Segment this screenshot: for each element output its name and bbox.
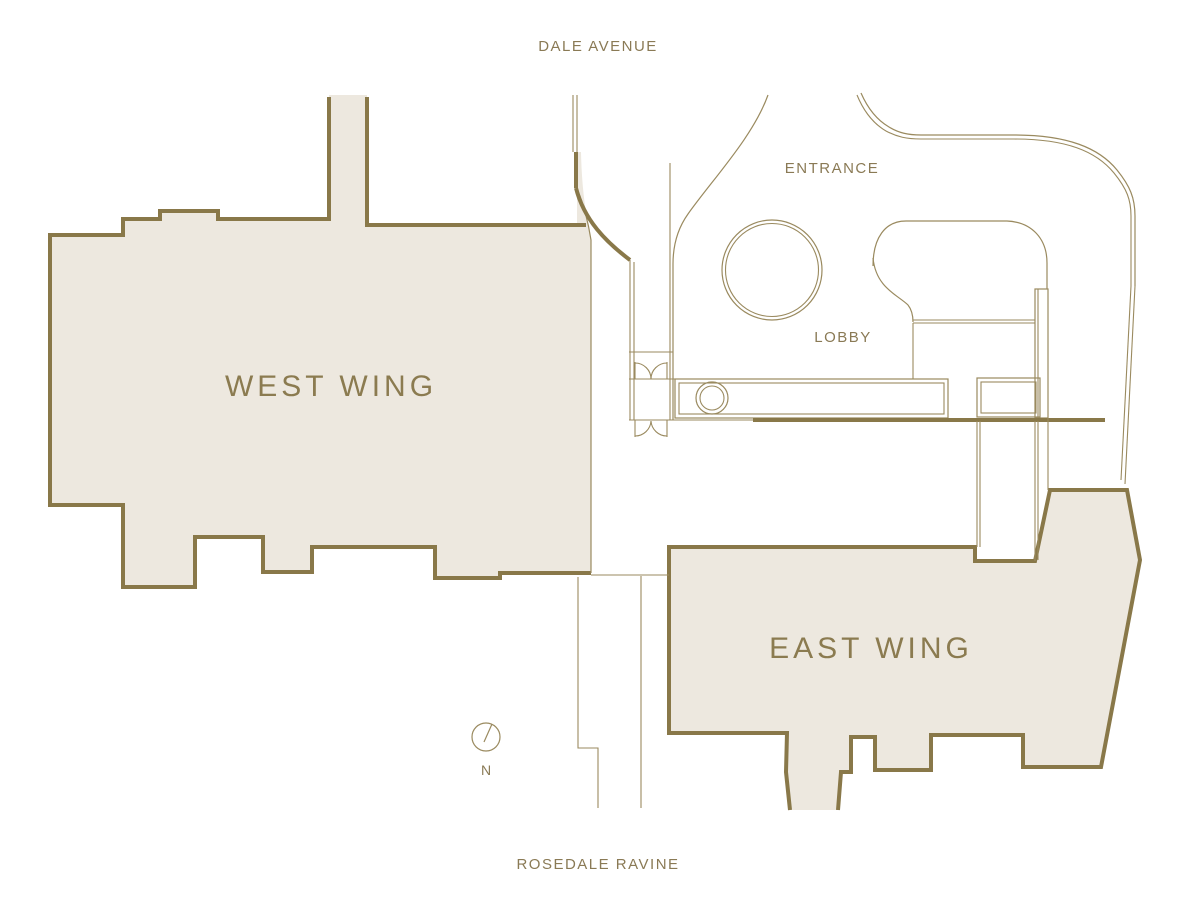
drive-left-edge-curve — [672, 94, 769, 420]
east-wing: EAST WING — [667, 488, 1143, 811]
drive-right-edge-inner — [856, 94, 1132, 286]
door-leaf-upper-left — [634, 362, 652, 380]
west-wing-corridor-wall — [365, 97, 586, 227]
west-wing-shape — [50, 95, 591, 587]
east-wing-label: EAST WING — [769, 632, 973, 665]
east-wing-shape — [669, 490, 1140, 810]
lobby: LOBBY — [814, 220, 1049, 419]
reception-desk-inner — [678, 382, 945, 415]
reception-desk — [674, 377, 1105, 422]
lobby-outline-top — [872, 220, 1048, 289]
entry-doors — [629, 362, 753, 437]
entrance-drive — [669, 92, 1136, 485]
west-wing-outline — [48, 97, 591, 589]
compass-needle — [483, 723, 493, 743]
reception-desk-circle-outer — [695, 381, 729, 415]
street-label-rosedale-ravine: ROSEDALE RAVINE — [516, 856, 679, 873]
door-leaf-lower-left — [634, 420, 652, 437]
dale-path-stub — [572, 95, 673, 420]
drive-right-edge-outer — [860, 92, 1136, 286]
lobby-column-strip — [1034, 288, 1049, 419]
reception-desk-circle-inner — [699, 385, 725, 411]
lobby-label: LOBBY — [814, 329, 872, 346]
street-label-dale-avenue: DALE AVENUE — [538, 38, 658, 55]
planter-circle-inner — [724, 222, 820, 318]
lobby-outline-scurve — [872, 257, 914, 323]
entrance-label: ENTRANCE — [785, 160, 880, 177]
ramp-slant-right — [1124, 285, 1136, 485]
side-desk-inner — [980, 381, 1037, 414]
door-leaf-lower-right — [650, 420, 668, 437]
east-wing-outline — [667, 488, 1143, 811]
door-leaf-upper-right — [650, 362, 668, 380]
compass-north-label: N — [481, 762, 491, 778]
walkways — [577, 418, 1049, 808]
reception-desk-outer — [674, 378, 949, 419]
west-wing: WEST WING — [48, 95, 592, 589]
vestibule-curve-wall — [574, 187, 632, 262]
planter-circle-outer — [721, 219, 823, 321]
side-desk-outer — [976, 377, 1041, 418]
west-wing-label: WEST WING — [225, 370, 437, 403]
compass-icon — [471, 722, 501, 752]
compass: N — [471, 722, 501, 778]
ravine-walkway-left — [577, 577, 599, 808]
ramp-slant-left — [1120, 285, 1132, 481]
